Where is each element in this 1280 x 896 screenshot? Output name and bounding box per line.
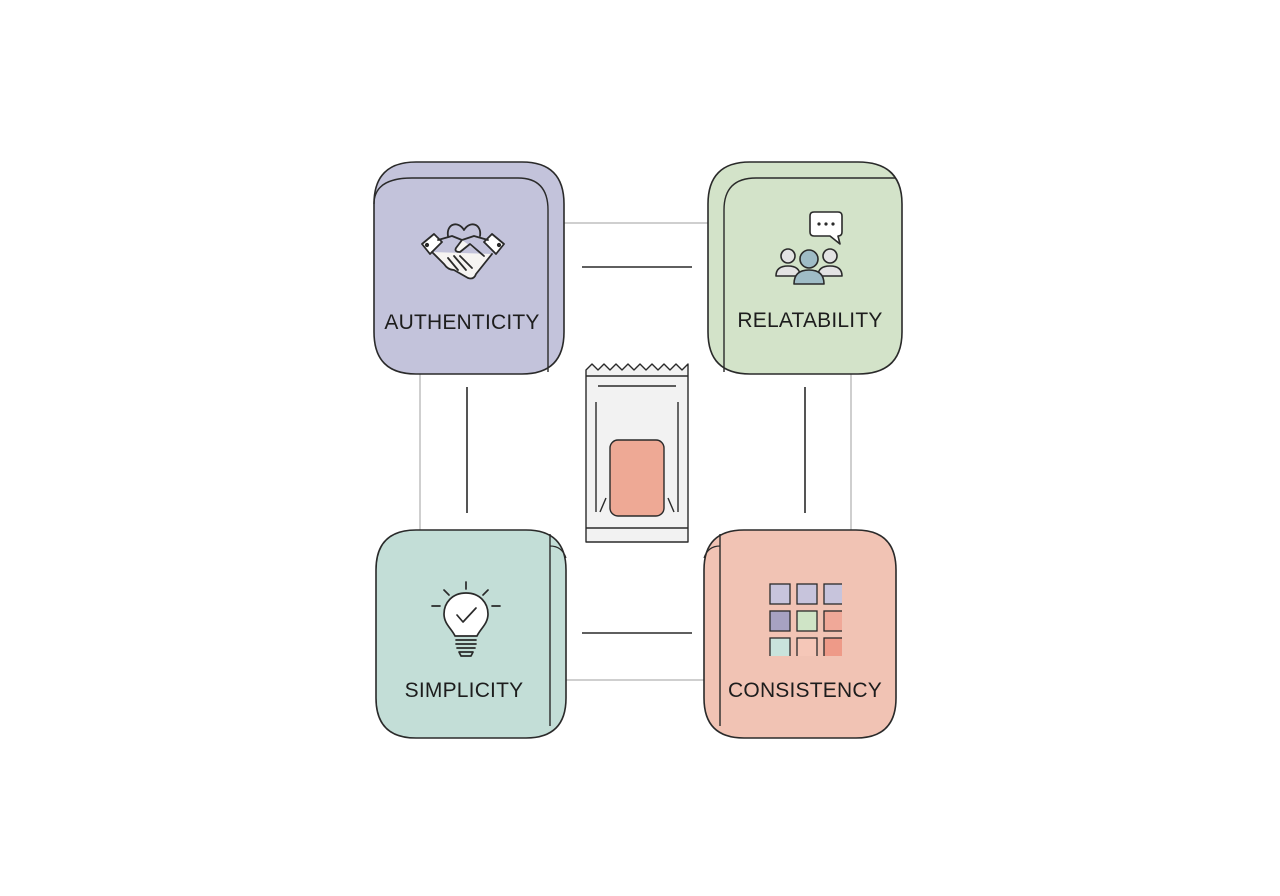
card-authenticity: AUTHENTICITY: [372, 160, 568, 376]
card-relatability-label: RELATABILITY: [737, 309, 883, 332]
card-relatability: RELATABILITY: [706, 160, 904, 376]
card-simplicity: SIMPLICITY: [374, 528, 570, 742]
card-consistency: CONSISTENCY: [702, 528, 900, 742]
grid-swatch: [769, 610, 791, 632]
grid-swatch: [796, 637, 818, 656]
grid-swatch: [796, 583, 818, 605]
handshake-heart-icon: [421, 223, 505, 280]
grid-swatch: [769, 637, 791, 656]
grid-swatch: [823, 610, 842, 632]
lightbulb-check-icon: [431, 581, 501, 657]
card-simplicity-label: SIMPLICITY: [404, 679, 524, 702]
card-authenticity-label: AUTHENTICITY: [384, 311, 540, 334]
grid-swatch: [823, 637, 842, 656]
card-relatability-shape: [707, 161, 903, 375]
card-consistency-label: CONSISTENCY: [728, 679, 882, 702]
card-consistency-shape: [703, 529, 897, 739]
grid-swatch: [769, 583, 791, 605]
color-grid-icon: [769, 583, 842, 656]
grid-swatch: [796, 610, 818, 632]
snack-package-icon: [585, 363, 689, 543]
grid-swatch: [823, 583, 842, 605]
people-chat-icon: [775, 211, 843, 285]
